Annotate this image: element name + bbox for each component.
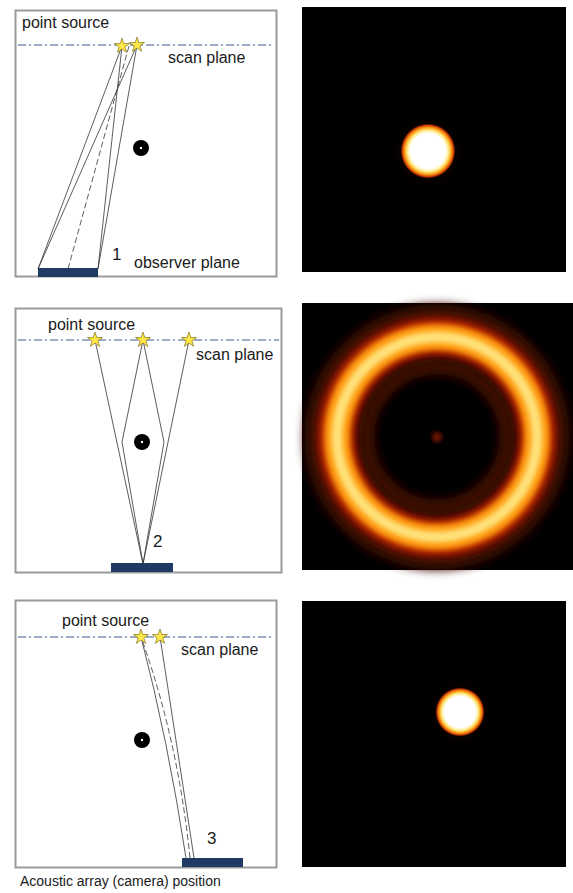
source-glow — [424, 676, 496, 748]
acoustic-array — [182, 858, 243, 867]
point-source-star — [87, 332, 102, 346]
ring-glow — [337, 337, 537, 537]
point-source-star — [129, 37, 144, 51]
plane-label: scan plane — [196, 346, 273, 364]
point-source-star — [181, 332, 196, 346]
scan-plane-line — [18, 45, 274, 46]
acoustic-array — [111, 563, 173, 572]
plane-label: scan plane — [168, 49, 245, 67]
panel-frame — [16, 601, 277, 868]
obstacle-center — [141, 441, 143, 443]
point-source-star — [135, 332, 150, 346]
panel-frame — [16, 11, 277, 277]
ray-lines — [95, 340, 189, 564]
ring-band — [337, 337, 537, 537]
image-panel — [302, 303, 573, 570]
source-blob — [435, 687, 485, 737]
callout-number: 1 — [112, 246, 121, 264]
scan-plane-line — [18, 340, 279, 341]
source-label: point source — [62, 612, 149, 630]
source-blob — [400, 123, 456, 179]
image-panel — [302, 601, 566, 867]
ring-inner-halo — [367, 367, 507, 507]
callout-number: 3 — [207, 830, 216, 848]
point-source-star — [114, 38, 129, 52]
obstacle — [134, 732, 150, 748]
image-panel — [302, 7, 566, 272]
source-label: point source — [22, 14, 109, 32]
source-glow — [388, 111, 468, 191]
obstacle — [134, 434, 150, 450]
figure-caption: Acoustic array (camera) position — [20, 872, 221, 890]
point-source-star — [152, 629, 167, 643]
plane-label: observer plane — [134, 254, 240, 272]
obstacle — [133, 140, 149, 156]
acoustic-array — [38, 268, 98, 277]
obstacle-center — [140, 147, 142, 149]
ring-outer-halo — [309, 309, 565, 565]
panel-frame — [16, 309, 282, 573]
plane-label: scan plane — [181, 641, 258, 659]
ring-core — [337, 337, 537, 537]
ray-lines — [38, 45, 137, 269]
center-spot — [432, 432, 442, 442]
obstacle-center — [141, 739, 143, 741]
callout-number: 2 — [153, 533, 162, 551]
source-label: point source — [48, 316, 135, 334]
point-source-star — [133, 629, 148, 643]
ray-lines — [141, 637, 194, 858]
